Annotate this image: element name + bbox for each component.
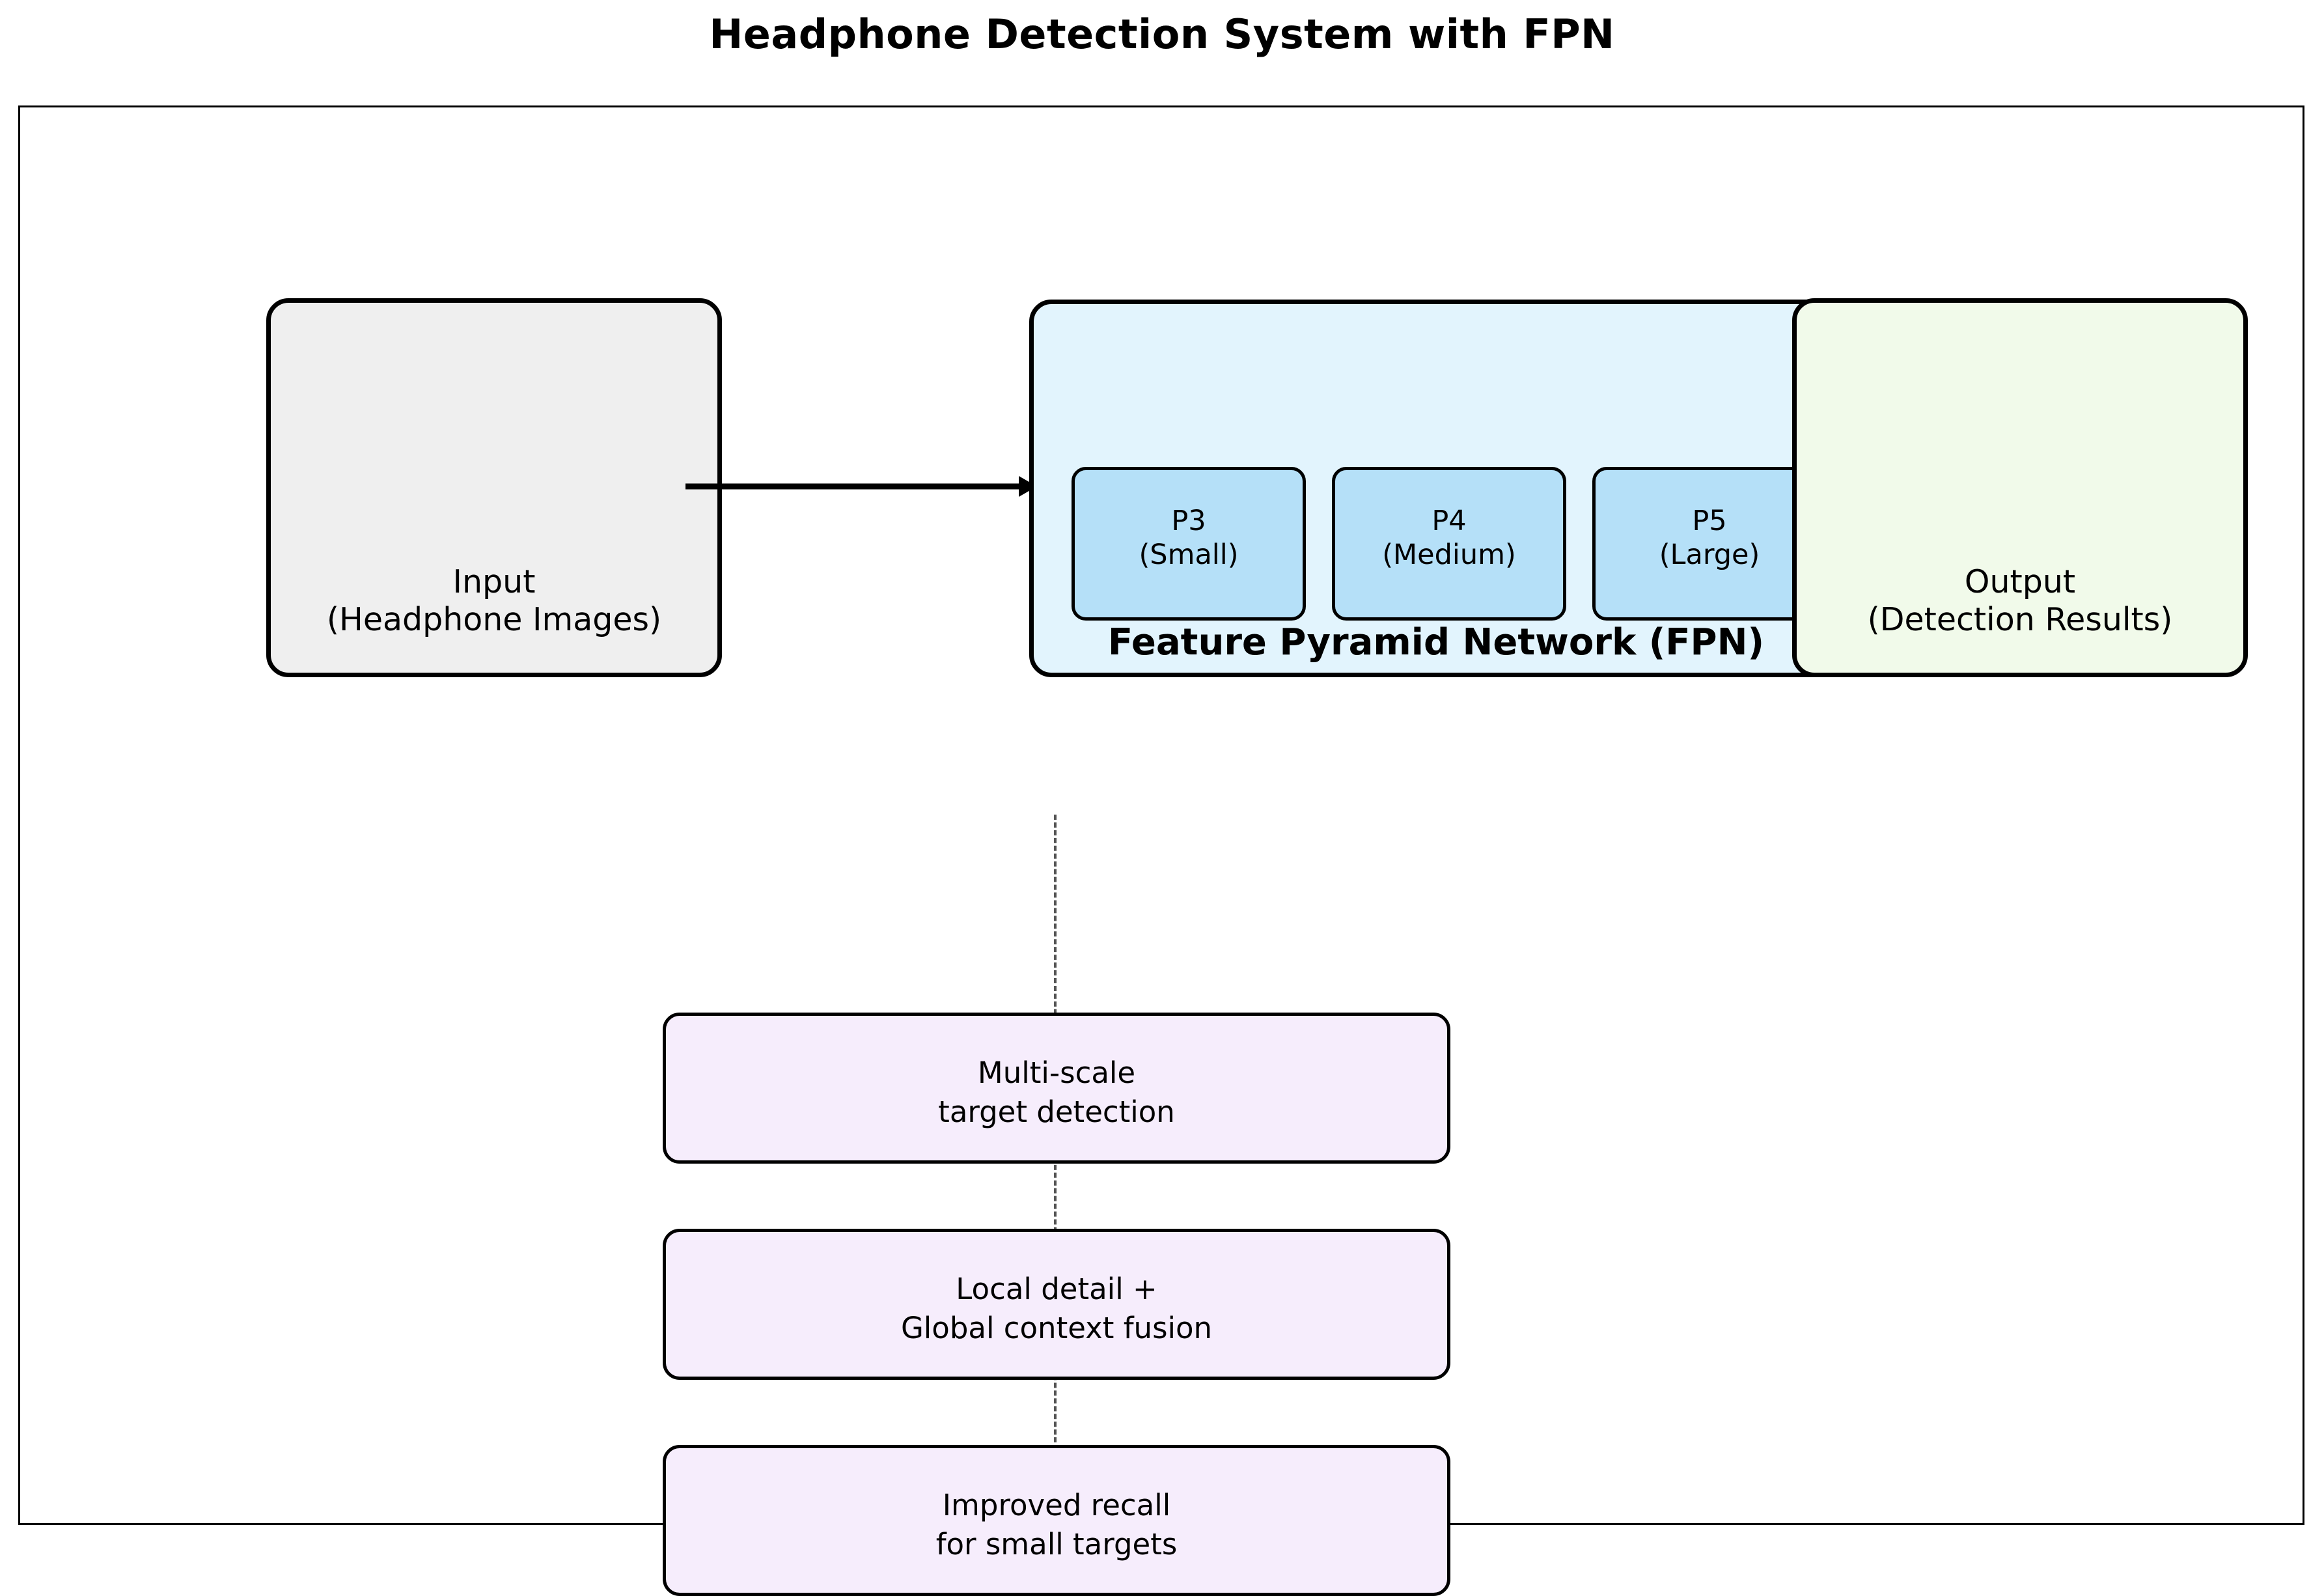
node-input[interactable]: Input (Headphone Images) — [266, 298, 722, 677]
plevel-p5-label: P5 (Large) — [1659, 505, 1760, 572]
benefit-box-fusion-label: Local detail + Global context fusion — [900, 1272, 1213, 1345]
benefit-box-recall-label: Improved recall for small targets — [935, 1488, 1178, 1561]
plevel-p5[interactable]: P5 (Large) — [1592, 467, 1827, 621]
node-output[interactable]: Output (Detection Results) — [1792, 298, 2248, 677]
plevel-p4-label: P4 (Medium) — [1382, 505, 1516, 572]
node-fpn-title: Feature Pyramid Network (FPN) — [1107, 621, 1765, 664]
arrow-input-to-fpn — [685, 476, 1037, 497]
plevel-p3[interactable]: P3 (Small) — [1072, 467, 1306, 621]
node-output-label: Output (Detection Results) — [1867, 563, 2173, 638]
node-input-label: Input (Headphone Images) — [326, 563, 662, 638]
plevel-p3-label: P3 (Small) — [1139, 505, 1239, 572]
benefit-box-recall[interactable]: Improved recall for small targets — [663, 1445, 1450, 1596]
diagram-frame: Input (Headphone Images) P3 (Small) P4 (… — [18, 105, 2304, 1596]
node-fpn[interactable]: P3 (Small) P4 (Medium) P5 (Large) Featur… — [1029, 300, 1843, 677]
plevel-p4[interactable]: P4 (Medium) — [1332, 467, 1566, 621]
benefit-box-fusion[interactable]: Local detail + Global context fusion — [663, 1229, 1450, 1380]
page-title: Headphone Detection System with FPN — [709, 10, 1615, 58]
benefit-box-multi-scale-label: Multi-scale target detection — [938, 1056, 1175, 1129]
benefit-box-multi-scale[interactable]: Multi-scale target detection — [663, 1013, 1450, 1164]
